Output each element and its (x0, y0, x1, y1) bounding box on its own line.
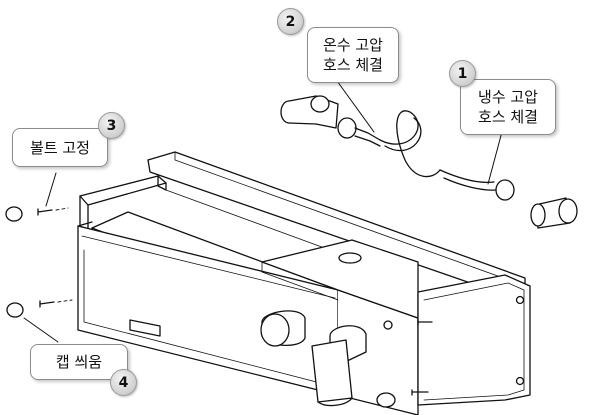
cold-water-elbow (530, 197, 578, 229)
badge-3: 3 (98, 112, 125, 139)
plate-hole-bottom (515, 376, 525, 386)
wall-bolt-top (37, 208, 53, 216)
wall-bolt-bottom (39, 300, 55, 308)
callout-hot-hose-line1: 온수 고압 (323, 36, 383, 54)
plate-screws (383, 319, 433, 396)
bottom-cap (129, 319, 161, 337)
plate-screw (383, 320, 393, 330)
badge-2: 2 (277, 8, 304, 35)
callout-bolt-line1: 볼트 고정 (30, 138, 90, 157)
wall-parts (5, 206, 73, 318)
callout-cap: 캡 씌움 (30, 344, 128, 380)
wall-cap-bottom (6, 302, 24, 318)
badge-1: 1 (449, 60, 476, 87)
leader-lines (23, 73, 504, 343)
plate-hole-top (515, 295, 525, 305)
center-hole (338, 252, 362, 264)
plate-screw (411, 389, 429, 396)
end-plate (417, 274, 531, 406)
callout-cap-line1: 캡 씌움 (55, 353, 103, 371)
callout-hot-hose-line2: 호스 체결 (323, 56, 383, 74)
hot-water-hose (337, 110, 441, 178)
hot-water-elbow (280, 95, 339, 129)
callout-cold-hose: 냉수 고압 호스 체결 (460, 79, 556, 135)
top-block (261, 239, 419, 319)
callout-cold-hose-line2: 호스 체결 (478, 108, 538, 126)
bottom-screw (376, 392, 396, 408)
callout-hot-hose: 온수 고압 호스 체결 (307, 27, 399, 83)
plate-screw (417, 319, 433, 326)
lever-handle (311, 325, 367, 407)
main-body (77, 221, 419, 415)
badge-4: 4 (110, 369, 137, 396)
callout-cold-hose-line1: 냉수 고압 (478, 88, 538, 106)
control-knob (260, 310, 306, 347)
cold-water-hose (439, 169, 515, 201)
callout-bolt: 볼트 고정 (12, 128, 108, 167)
wall-cap-top (5, 206, 23, 222)
